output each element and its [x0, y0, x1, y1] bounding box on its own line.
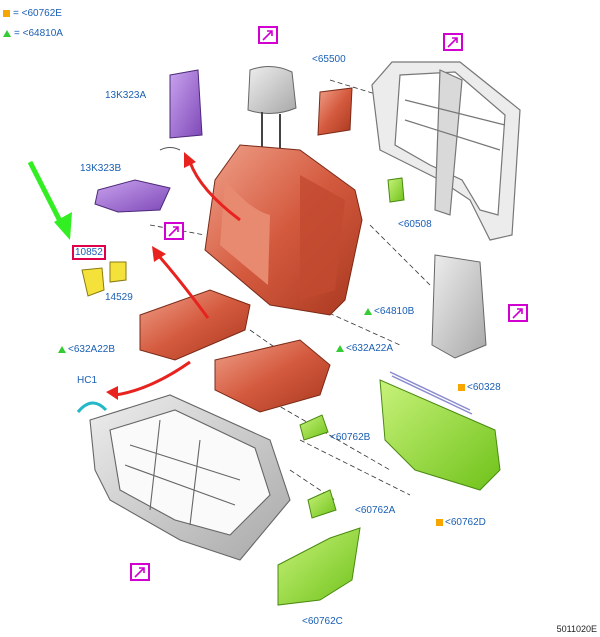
trim-60762B	[299, 414, 329, 441]
label-65500: <65500	[312, 54, 346, 65]
detail-link-harness[interactable]	[164, 222, 184, 240]
seat-back-panel-65500	[317, 87, 353, 136]
seat-switch-10852	[81, 267, 105, 297]
triangle-marker-icon	[364, 307, 372, 315]
external-arrow-icon	[512, 308, 523, 319]
square-marker-icon	[436, 518, 443, 526]
wire-60328	[389, 371, 473, 415]
label-60508: <60508	[398, 219, 432, 230]
headrest	[247, 66, 297, 150]
label-10852-text: 10852	[72, 245, 106, 260]
triangle-marker-icon	[336, 344, 344, 352]
legend-square-text: = <60762E	[13, 8, 62, 19]
label-632A22B-text: <632A22B	[68, 344, 115, 355]
triangle-marker-icon	[3, 30, 11, 37]
trim-60762C	[277, 527, 361, 606]
triangle-marker-icon	[58, 345, 66, 353]
label-60762A: <60762A	[355, 505, 396, 516]
heater-mat-cushion	[94, 179, 171, 213]
seat-cushion-pad	[139, 289, 331, 413]
label-10852: 10852	[72, 245, 106, 260]
external-arrow-icon	[447, 37, 458, 48]
external-arrow-icon	[134, 567, 145, 578]
label-632A22A-text: <632A22A	[346, 343, 393, 354]
seat-back-cushion	[204, 144, 363, 316]
legend-triangle-text: = <64810A	[14, 28, 63, 39]
valance-60762D	[379, 379, 501, 491]
diagram-code: 5011020E	[556, 624, 597, 634]
square-marker-icon	[3, 10, 10, 17]
label-60328: <60328	[458, 382, 501, 393]
label-64810B-text: <64810B	[374, 306, 415, 317]
external-arrow-icon	[168, 226, 179, 237]
bracket-60508	[387, 177, 405, 203]
label-60762D-text: <60762D	[445, 517, 486, 528]
detail-link-rear-trim[interactable]	[508, 304, 528, 322]
square-marker-icon	[458, 383, 465, 391]
label-60762D: <60762D	[436, 517, 486, 528]
external-arrow-icon	[262, 30, 273, 41]
heater-mat-back	[169, 69, 203, 139]
label-632A22B: <632A22B	[58, 344, 115, 355]
rear-back-trim	[431, 254, 487, 359]
label-60762C: <60762C	[302, 616, 343, 627]
detail-link-cushion-frame[interactable]	[130, 563, 150, 581]
seat-cushion-frame	[89, 394, 291, 561]
label-13K323A: 13K323A	[105, 90, 147, 101]
label-HC1: HC1	[77, 375, 98, 386]
label-60328-text: <60328	[467, 382, 501, 393]
label-60762B: <60762B	[330, 432, 371, 443]
label-64810B: <64810B	[364, 306, 414, 317]
detail-link-back-frame[interactable]	[443, 33, 463, 51]
red-arrows	[114, 161, 241, 397]
label-14529: 14529	[105, 292, 133, 303]
label-13K323B: 13K323B	[80, 163, 122, 174]
legend-square-item: = <60762E	[3, 8, 62, 19]
legend-triangle-item: = <64810A	[3, 28, 63, 39]
connector-14529	[109, 261, 127, 283]
detail-link-headrest[interactable]	[258, 26, 278, 44]
label-632A22A: <632A22A	[336, 343, 393, 354]
clip-HC1	[76, 401, 108, 413]
seat-back-frame	[371, 61, 521, 241]
trim-60762A	[307, 489, 337, 519]
